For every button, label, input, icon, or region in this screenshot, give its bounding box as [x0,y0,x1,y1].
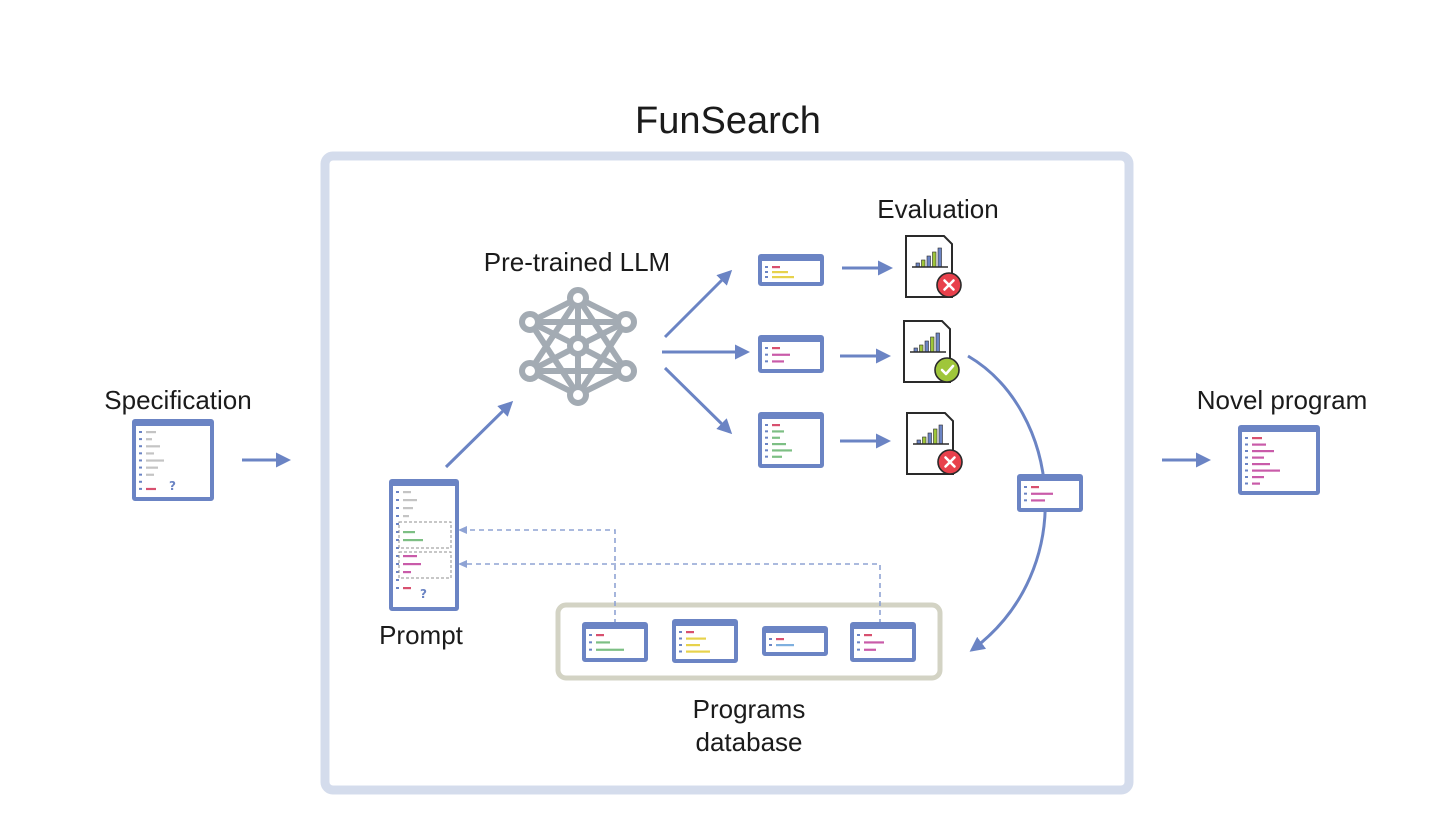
prompt-selection-box-1 [398,521,452,549]
dashed-feedback-arrowhead-2 [458,560,467,568]
spec-unknown-mark: ? [169,479,176,493]
evaluation-card-2 [903,320,960,383]
check-icon [934,357,960,383]
specification-label: Specification [104,385,252,415]
dashed-feedback-line-1 [464,529,616,624]
funsearch-frame [320,151,1134,795]
dashed-feedback-arrowhead-1 [458,526,467,534]
spec-doc-icon [132,419,214,501]
program-1-doc-icon [758,254,824,286]
novel-program-doc-icon [1238,425,1320,495]
prompt-selection-box-2 [398,551,452,579]
prompt-unknown-mark: ? [420,587,427,601]
database-program-4-doc-icon [850,622,916,662]
novel-program-label: Novel program [1196,385,1368,415]
database-program-2-doc-icon [672,619,738,663]
cross-icon [937,449,963,475]
dashed-feedback-line-2 [464,563,881,624]
arrow-prompt-to-llm [444,400,514,469]
programs-database-box [555,602,943,681]
database-program-3-doc-icon [762,626,828,656]
diagram-title: FunSearch [635,100,821,142]
program-2-doc-icon [758,335,824,373]
database-program-1-doc-icon [582,622,648,662]
arrow-llm-to-program-1 [663,269,733,339]
cross-icon [936,272,962,298]
program-3-doc-icon [758,412,824,468]
prompt-doc-icon [389,479,459,611]
arrow-llm-to-program-3 [663,366,733,435]
programs-database-label: Programs database [692,694,806,757]
candidate-program-doc-icon [1017,474,1083,512]
evaluation-card-1 [905,235,962,298]
neural-network-icon [519,287,637,406]
prompt-label: Prompt [379,620,463,650]
llm-label: Pre-trained LLM [483,247,671,277]
evaluation-label: Evaluation [877,194,999,224]
evaluation-card-3 [906,412,963,475]
